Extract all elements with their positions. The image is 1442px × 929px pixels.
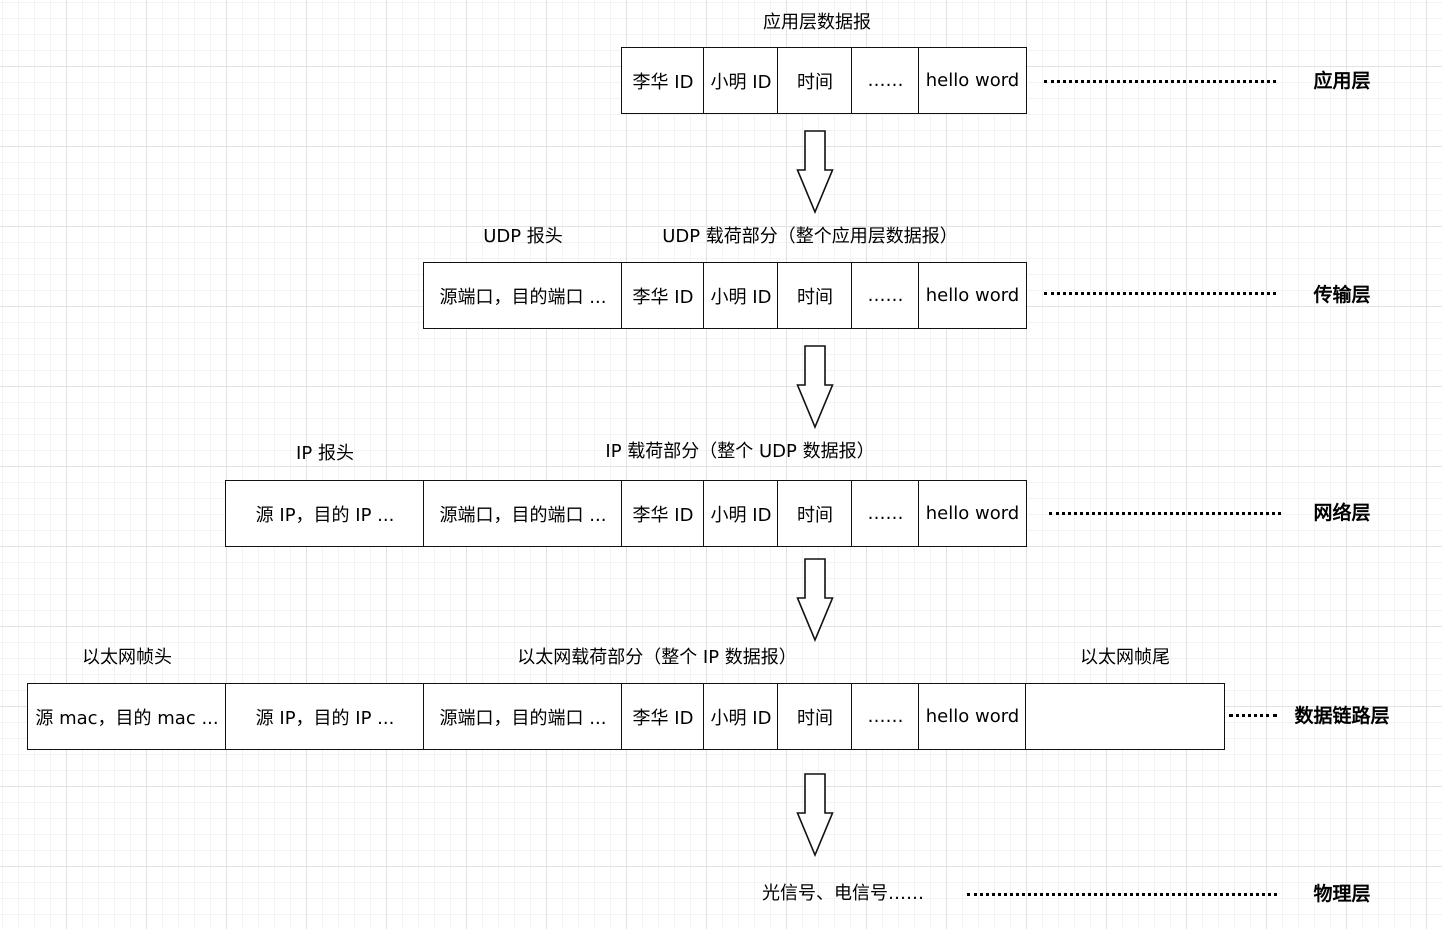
layer-label-network: 网络层 [1313,502,1371,524]
layer-label-physical: 物理层 [1313,883,1371,905]
ip-payload-label: IP 载荷部分（整个 UDP 数据报） [605,441,875,462]
field-ips: 源 IP，目的 IP ... [225,480,425,547]
field-time: 时间 [777,47,853,114]
dotted-leader [1229,714,1277,717]
down-arrow-icon [796,130,834,214]
field-xiaoming-id: 小明 ID [703,262,779,329]
down-arrow-icon [796,773,834,857]
field-macs: 源 mac，目的 mac ... [27,683,227,750]
udp-payload-label: UDP 载荷部分（整个应用层数据报） [662,226,958,247]
field-ports: 源端口，目的端口 ... [423,262,623,329]
field-hello-word: hello word [918,480,1027,547]
udp-header-label: UDP 报头 [483,226,563,247]
down-arrow-icon [796,558,834,642]
layer-label-transport: 传输层 [1313,284,1371,306]
field-lihua-id: 李华 ID [621,480,705,547]
field-ips: 源 IP，目的 IP ... [225,683,425,750]
eth-trailer-label: 以太网帧尾 [1080,647,1170,668]
field-xiaoming-id: 小明 ID [703,480,779,547]
field-hello-word: hello word [918,262,1027,329]
field-xiaoming-id: 小明 ID [703,683,779,750]
field-eth-trailer [1025,683,1225,750]
physical-signal-label: 光信号、电信号…… [762,883,924,904]
field-ellipsis: …… [851,47,920,114]
field-time: 时间 [777,262,853,329]
ip-header-label: IP 报头 [296,443,354,464]
down-arrow-icon [796,345,834,429]
field-lihua-id: 李华 ID [621,47,705,114]
field-ellipsis: …… [851,480,920,547]
layer-label-datalink: 数据链路层 [1294,705,1390,727]
dotted-leader [1044,80,1276,83]
eth-header-label: 以太网帧头 [82,647,172,668]
field-time: 时间 [777,480,853,547]
field-lihua-id: 李华 ID [621,262,705,329]
field-xiaoming-id: 小明 ID [703,47,779,114]
field-ellipsis: …… [851,262,920,329]
app-datagram-label: 应用层数据报 [763,12,871,33]
field-hello-word: hello word [918,47,1027,114]
field-hello-word: hello word [918,683,1027,750]
field-lihua-id: 李华 ID [621,683,705,750]
dotted-leader [967,893,1277,896]
field-ellipsis: …… [851,683,920,750]
dotted-leader [1049,512,1281,515]
field-time: 时间 [777,683,853,750]
layer-label-application: 应用层 [1313,70,1371,92]
field-ports: 源端口，目的端口 ... [423,683,623,750]
field-ports: 源端口，目的端口 ... [423,480,623,547]
dotted-leader [1044,292,1276,295]
eth-payload-label: 以太网载荷部分（整个 IP 数据报） [517,647,797,668]
